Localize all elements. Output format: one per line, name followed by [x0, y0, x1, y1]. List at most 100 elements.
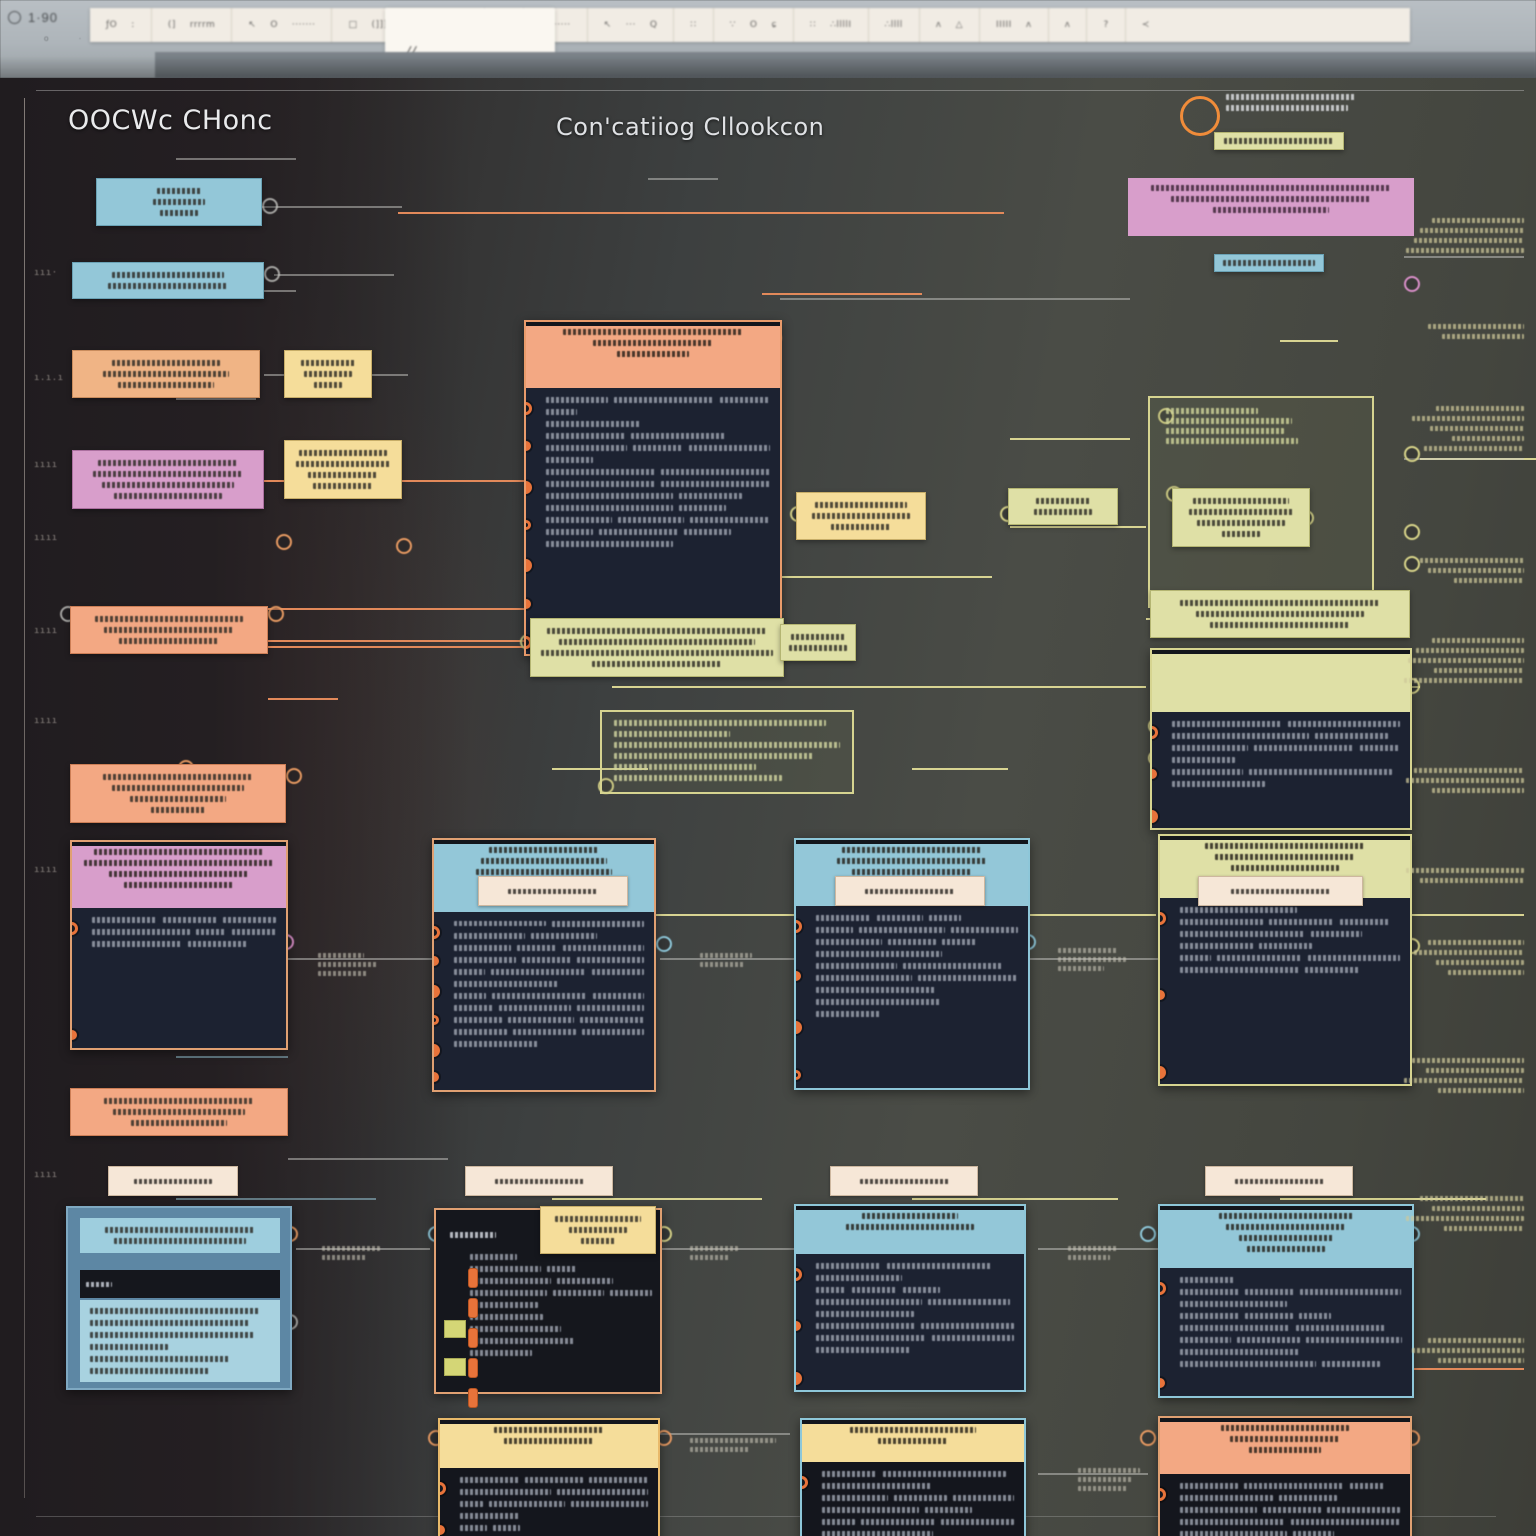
toolbar-group-11[interactable]: ʌ△: [920, 8, 981, 42]
toolbar-item[interactable]: ·······: [291, 20, 316, 30]
node-header[interactable]: [1160, 1206, 1412, 1268]
node-olive-note[interactable]: [530, 618, 784, 677]
node-port[interactable]: [434, 1072, 439, 1082]
node-header[interactable]: [1160, 1418, 1410, 1474]
toolbar-item[interactable]: :: [131, 20, 135, 30]
node-olive-note[interactable]: [780, 624, 856, 661]
node-panel[interactable]: [524, 320, 782, 656]
node-port[interactable]: [526, 520, 531, 530]
node-orange-note[interactable]: [72, 350, 260, 398]
node-port[interactable]: [796, 1372, 802, 1385]
node-port[interactable]: [1160, 1282, 1166, 1295]
toolbar-item[interactable]: O: [749, 20, 758, 30]
toolbar-item[interactable]: ↖: [248, 20, 257, 30]
node-port[interactable]: [526, 402, 532, 415]
pill-label-3[interactable]: [108, 1166, 238, 1196]
toolbar-item[interactable]: ɕ: [771, 20, 777, 30]
node-port-marker[interactable]: [468, 1388, 478, 1408]
node-header[interactable]: [440, 1420, 658, 1468]
node-port[interactable]: [434, 1044, 440, 1058]
toolbar-item[interactable]: IIIII: [996, 20, 1012, 30]
node-body[interactable]: [802, 1462, 1024, 1536]
node-panel[interactable]: [1150, 648, 1412, 830]
node-port[interactable]: [1160, 1378, 1165, 1388]
node-port[interactable]: [440, 1525, 445, 1536]
node-port[interactable]: [434, 955, 439, 966]
node-header[interactable]: [1128, 178, 1414, 236]
edge-handle-10[interactable]: [1404, 276, 1420, 292]
group-inner-note[interactable]: [1172, 488, 1310, 547]
node-body[interactable]: [526, 388, 780, 654]
sticky-note[interactable]: [540, 1206, 656, 1254]
node-panel[interactable]: [794, 1204, 1026, 1392]
edge-handle-19[interactable]: [286, 768, 302, 784]
node-port[interactable]: [440, 1482, 446, 1495]
node-header[interactable]: [796, 1206, 1024, 1254]
node-port[interactable]: [1160, 990, 1165, 1000]
toolbar-item[interactable]: ·········: [540, 20, 571, 30]
node-port[interactable]: [1152, 769, 1157, 779]
toolbar-group-7[interactable]: ∷: [674, 8, 714, 42]
node-header[interactable]: [72, 842, 286, 908]
toolbar-item[interactable]: ʌ: [935, 20, 942, 30]
toolbar-item[interactable]: ↖: [603, 20, 612, 30]
edge-handle-21[interactable]: [656, 936, 672, 952]
node-body[interactable]: [796, 1254, 1024, 1390]
node-header[interactable]: [1152, 650, 1410, 712]
node-blue-note[interactable]: [72, 262, 264, 299]
node-peach-note[interactable]: [70, 606, 268, 654]
node-panel[interactable]: [1158, 1416, 1412, 1536]
node-marker[interactable]: [444, 1358, 466, 1376]
pill-label-6[interactable]: [1205, 1166, 1353, 1196]
node-header[interactable]: [526, 322, 780, 388]
toolbar-item[interactable]: (]]]: [371, 20, 388, 30]
toolbar-item[interactable]: ∷: [690, 20, 697, 30]
node-port[interactable]: [526, 480, 532, 494]
edge-handle-38[interactable]: [396, 538, 412, 554]
pill-label-4[interactable]: [465, 1166, 613, 1196]
toolbar-item[interactable]: △: [955, 20, 964, 30]
toolbar-item[interactable]: (]: [167, 20, 176, 30]
node-peach-note[interactable]: [70, 764, 286, 823]
node-port[interactable]: [1160, 1066, 1166, 1079]
node-yellow-note[interactable]: [284, 350, 372, 398]
node-header[interactable]: [1160, 836, 1410, 898]
node-panel[interactable]: [794, 838, 1030, 1090]
edge-handle-1[interactable]: [264, 266, 280, 282]
node-body[interactable]: [1160, 898, 1410, 1084]
node-olive-note[interactable]: [1008, 488, 1118, 525]
node-peach-note[interactable]: [70, 1088, 288, 1136]
node-blue-card[interactable]: [66, 1206, 292, 1390]
node-port-marker[interactable]: [468, 1268, 478, 1288]
node-body[interactable]: [796, 906, 1028, 1088]
toolbar-group-0[interactable]: ƒO:: [90, 8, 152, 42]
toolbar-item[interactable]: ʌ: [1064, 20, 1071, 30]
toolbar-item[interactable]: ∴llllI: [830, 20, 852, 30]
toolbar-item[interactable]: ≺: [1141, 20, 1150, 30]
edge-handle-17[interactable]: [268, 606, 284, 622]
node-port[interactable]: [1152, 726, 1158, 739]
node-panel[interactable]: [438, 1418, 660, 1536]
toolbar-group-13[interactable]: ʌ: [1049, 8, 1088, 42]
edge-handle-32[interactable]: [1140, 1430, 1156, 1446]
toolbar-group-1[interactable]: (]rrrrm: [152, 8, 233, 42]
toolbar-item[interactable]: ∴llll: [884, 20, 903, 30]
edge-handle-40[interactable]: [1404, 556, 1420, 572]
toolbar-group-6[interactable]: ↖···Q: [588, 8, 675, 42]
node-port[interactable]: [796, 1321, 801, 1331]
pill-label-0[interactable]: [478, 876, 628, 906]
pill-label-2[interactable]: [1198, 876, 1363, 906]
edge-handle-12[interactable]: [1404, 524, 1420, 540]
node-port[interactable]: [526, 441, 531, 452]
toolbar-item[interactable]: ∷: [809, 20, 817, 30]
node-port[interactable]: [434, 985, 440, 999]
node-blue-note[interactable]: [96, 178, 262, 226]
node-port[interactable]: [1160, 912, 1166, 925]
node-port[interactable]: [796, 1021, 802, 1035]
node-panel[interactable]: [432, 838, 656, 1092]
node-port[interactable]: [796, 1268, 802, 1281]
edge-handle-28[interactable]: [1140, 1226, 1156, 1242]
node-port-marker[interactable]: [468, 1358, 478, 1378]
toolbar-group-15[interactable]: ≺: [1126, 8, 1166, 42]
